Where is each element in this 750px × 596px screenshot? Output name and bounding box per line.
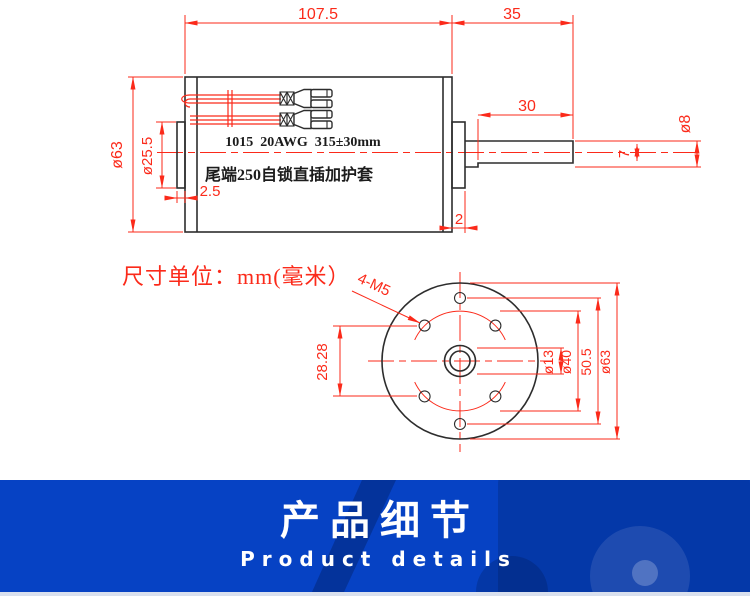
- lead-wires: [181, 90, 281, 127]
- banner-text-block: 产品细节 Product details: [0, 480, 750, 571]
- wire-spec-label: 1015 20AWG 315±30mm: [225, 135, 381, 150]
- m5-leader-line: [351, 290, 421, 324]
- unit-note: 尺寸单位：mm(毫米）: [122, 264, 351, 289]
- side-dimension-lines: [130, 20, 700, 233]
- hub-circle: [443, 344, 477, 378]
- bottom-strip: [0, 592, 750, 596]
- dim-body-length: 107.5: [298, 6, 338, 23]
- side-view-outline: [176, 76, 574, 233]
- white-gap: [0, 470, 750, 480]
- dim-rear-boss-width: 2.5: [200, 183, 221, 200]
- banner-title-en: Product details: [240, 547, 517, 571]
- wire-note-label: 尾端250自锁直插加护套: [205, 165, 374, 184]
- side-extension-lines: [128, 15, 701, 233]
- front-extension-lines: [333, 282, 620, 440]
- motor-technical-drawing: 107.5 35 30 ø8 7 ø63 ø25.5 2.5 2 1015 20…: [109, 6, 701, 452]
- dim-outer-hole-spacing: 50.5: [578, 348, 594, 375]
- dim-front-boss-width: 2: [455, 211, 463, 228]
- output-shaft: [465, 140, 574, 168]
- dim-rear-boss-diameter: ø25.5: [139, 137, 156, 175]
- product-details-banner: 产品细节 Product details: [0, 480, 750, 592]
- dim-bolt-circle-diameter: ø40: [558, 350, 574, 374]
- rear-boss: [176, 121, 186, 189]
- dim-shaft-length: 30: [518, 98, 536, 115]
- dim-outer-diameter: ø63: [597, 350, 613, 374]
- side-view: 107.5 35 30 ø8 7 ø63 ø25.5 2.5 2 1015 20…: [109, 6, 701, 233]
- dim-shaft-diameter: ø8: [677, 115, 694, 134]
- front-boss: [451, 121, 466, 189]
- spade-terminal-lower: [279, 109, 333, 130]
- shaft-circle: [449, 350, 471, 372]
- flange-outer-circle: [381, 282, 539, 440]
- mounting-holes: [418, 291, 502, 431]
- dim-body-diameter: ø63: [109, 141, 126, 169]
- front-view: 4-M5 28.28 ø13 ø40 50.5 ø63: [314, 270, 620, 452]
- banner-title-cn: 产品细节: [280, 498, 480, 544]
- front-view-outline: [381, 282, 539, 440]
- bolt-circle: [414, 310, 506, 412]
- spade-terminal-upper: [279, 88, 333, 109]
- dim-shaft-end-length: 35: [503, 6, 521, 23]
- dim-shaft-flat: 7: [616, 150, 633, 158]
- dim-hole-spacing: 28.28: [314, 343, 331, 381]
- dim-hub-diameter: ø13: [540, 350, 556, 374]
- banner-background-motor-photo: [312, 480, 750, 592]
- front-dimension-lines: [337, 282, 620, 440]
